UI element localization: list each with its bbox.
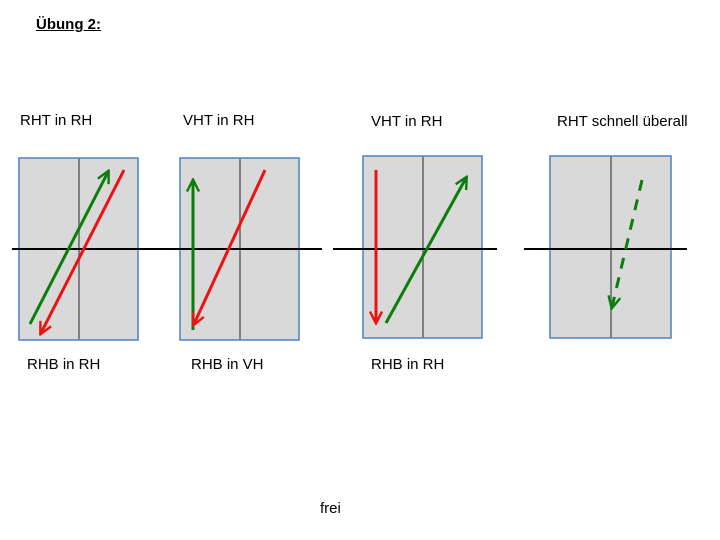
panel-3 <box>362 155 483 339</box>
exercise-title: Übung 2: <box>36 16 101 33</box>
panel-3-bottom-label: RHB in RH <box>371 356 445 373</box>
panel-1-green-arrow <box>28 172 108 325</box>
panel-1-bottom-label: RHB in RH <box>27 356 101 373</box>
panel-3-green-arrow <box>384 178 466 324</box>
panel-1-red-arrow <box>41 169 126 333</box>
panel-2-top-label: VHT in RH <box>183 112 255 129</box>
panel-2-bottom-label: RHB in VH <box>191 356 264 373</box>
footer-label: frei <box>320 500 341 517</box>
panel-3-top-label: VHT in RH <box>371 113 443 130</box>
panel-4-top-label: RHT schnell überall <box>557 113 688 130</box>
panel-2-red-arrow <box>194 169 267 324</box>
panel-1-top-label: RHT in RH <box>20 112 93 129</box>
panel-4-green-dashed-arrow <box>612 179 644 307</box>
panel-4 <box>549 155 672 339</box>
